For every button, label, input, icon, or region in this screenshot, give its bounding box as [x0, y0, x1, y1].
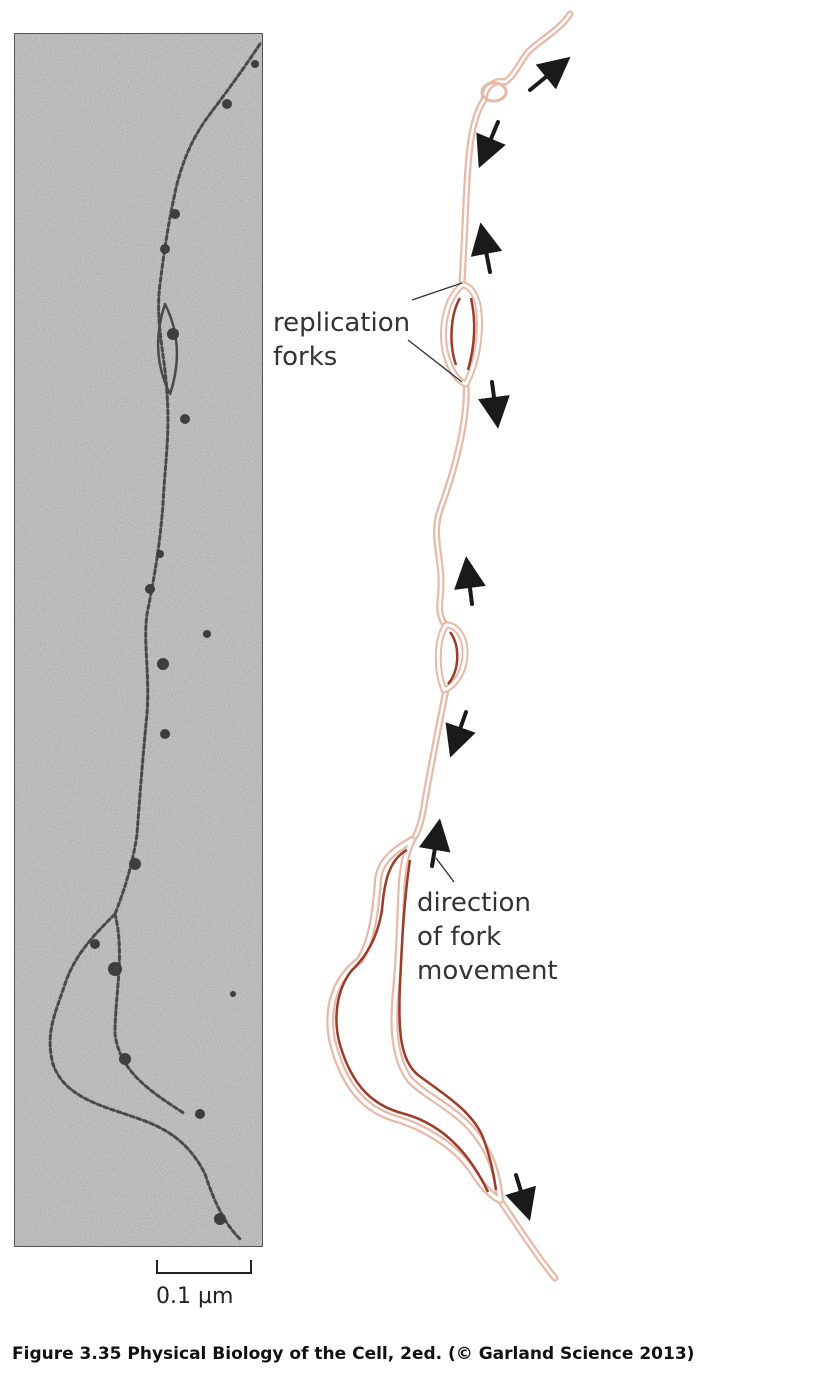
replication-bubble-1: [440, 281, 483, 388]
scale-bar-tick-left: [156, 1260, 158, 1274]
arrow-up-3: [418, 818, 451, 868]
replication-bubble-3: [326, 836, 504, 1204]
arrow-up-right-1: [528, 56, 571, 92]
arrow-up-2: [454, 556, 486, 606]
arrow-down-2: [445, 710, 476, 758]
arrow-down-3: [505, 1173, 536, 1221]
scale-bar-line: [156, 1272, 252, 1274]
fork-direction-label-line-1: direction: [417, 888, 531, 918]
replication-bubble-2: [434, 621, 469, 694]
arrow-down-left-1: [476, 120, 506, 169]
fork-direction-label: direction of fork movement: [417, 886, 558, 988]
figure-caption: Figure 3.35 Physical Biology of the Cell…: [12, 1344, 695, 1364]
electron-micrograph: [14, 33, 263, 1247]
scale-bar: 0.1 µm: [156, 1256, 256, 1316]
fork-direction-arrows: [418, 56, 571, 1221]
scale-bar-label: 0.1 µm: [156, 1284, 234, 1309]
label-leader-lines: [407, 282, 463, 883]
scale-bar-tick-right: [250, 1260, 252, 1274]
replication-schematic: [326, 10, 574, 1282]
arrow-down-1: [478, 380, 510, 429]
arrow-up-1: [470, 222, 503, 274]
fork-direction-label-line-3: movement: [417, 956, 558, 986]
replication-forks-label: replication forks: [273, 306, 410, 374]
replication-forks-label-line-2: forks: [273, 342, 338, 372]
fork-direction-label-line-2: of fork: [417, 922, 502, 952]
replication-forks-label-line-1: replication: [273, 308, 411, 338]
parental-dna-strand: [408, 10, 574, 1282]
